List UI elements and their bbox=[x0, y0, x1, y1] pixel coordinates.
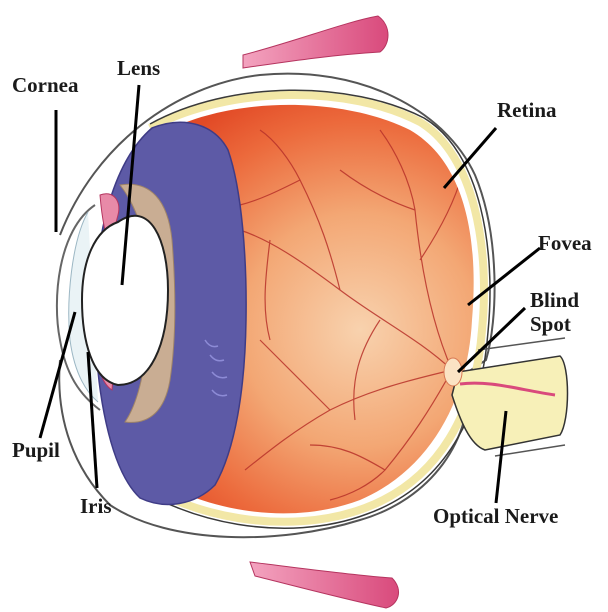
label-pupil: Pupil bbox=[12, 440, 60, 461]
label-blind-spot-line2: Spot bbox=[530, 313, 579, 337]
label-lens: Lens bbox=[117, 58, 160, 79]
label-cornea: Cornea bbox=[12, 75, 79, 96]
label-fovea: Fovea bbox=[538, 233, 592, 254]
label-retina: Retina bbox=[497, 100, 557, 121]
optic-nerve bbox=[452, 356, 568, 450]
upper-muscle bbox=[243, 16, 388, 68]
label-iris: Iris bbox=[80, 496, 112, 517]
label-blind-spot: Blind Spot bbox=[530, 289, 579, 336]
lower-muscle bbox=[250, 562, 399, 608]
label-blind-spot-line1: Blind bbox=[530, 289, 579, 313]
label-optical-nerve: Optical Nerve bbox=[433, 506, 558, 527]
